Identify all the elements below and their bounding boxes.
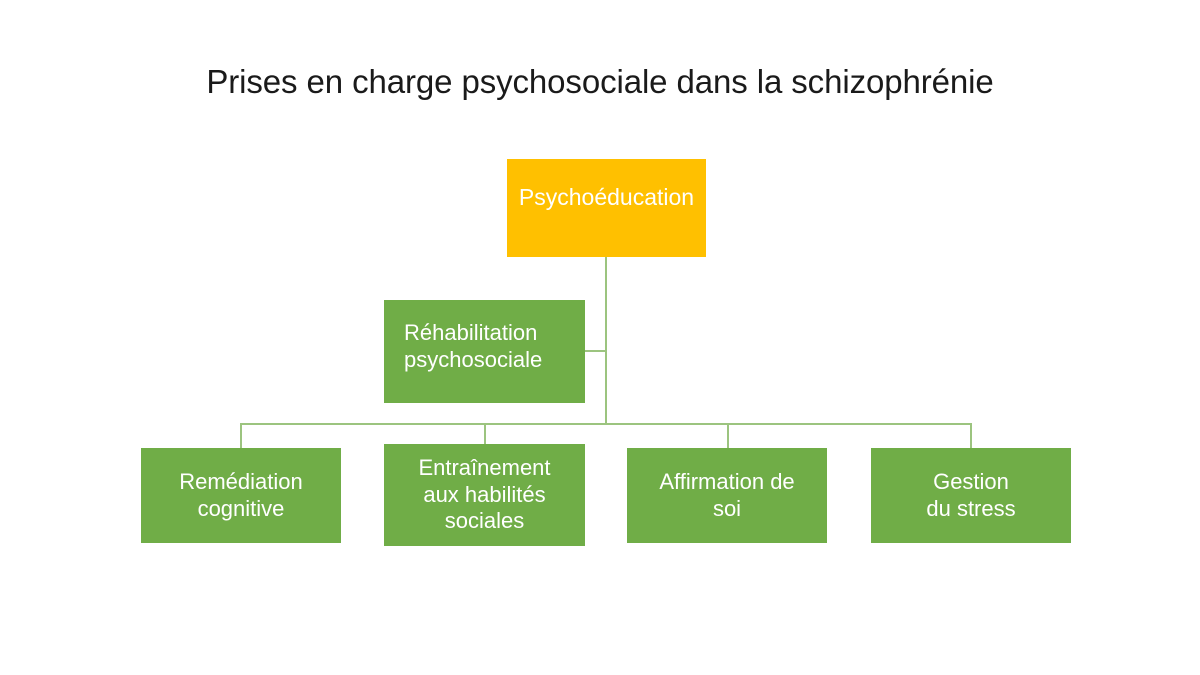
node-remediation-cognitive-line-2: cognitive	[197, 495, 285, 521]
node-affirmation-de-soi[interactable]: Affirmation de soi	[627, 448, 827, 543]
connector-drop-gestion-du-stress	[970, 423, 972, 448]
connector-drop-affirmation-de-soi	[727, 423, 729, 448]
node-remediation-cognitive-line-1: Remédiation	[179, 468, 303, 494]
connector-branch-to-trunk	[585, 350, 606, 352]
node-entrainement-habilites-sociales-line-3: sociales	[444, 508, 525, 534]
node-gestion-du-stress-line-1: Gestion	[933, 468, 1009, 494]
node-rehabilitation-psychosociale[interactable]: Réhabilitation psychosociale	[384, 300, 585, 403]
node-rehabilitation-psychosociale-line-1: Réhabilitation	[404, 320, 538, 345]
connector-horizontal-bus	[241, 423, 972, 425]
node-remediation-cognitive[interactable]: Remédiation cognitive	[141, 448, 341, 543]
node-gestion-du-stress[interactable]: Gestion du stress	[871, 448, 1071, 543]
node-entrainement-habilites-sociales[interactable]: Entraînement aux habilités sociales	[384, 444, 585, 546]
node-affirmation-de-soi-line-1: Affirmation de	[659, 468, 795, 494]
node-psychoeducation-label: Psychoéducation	[518, 184, 695, 210]
page-title: Prises en charge psychosociale dans la s…	[206, 63, 994, 100]
node-entrainement-habilites-sociales-line-2: aux habilités	[423, 481, 546, 507]
connector-drop-entrainement-habilites-sociales	[484, 423, 486, 444]
node-affirmation-de-soi-line-2: soi	[712, 495, 742, 521]
node-gestion-du-stress-line-2: du stress	[926, 495, 1016, 521]
node-entrainement-habilites-sociales-line-1: Entraînement	[418, 454, 551, 480]
node-rehabilitation-psychosociale-line-2: psychosociale	[404, 346, 543, 372]
node-psychoeducation[interactable]: Psychoéducation	[507, 159, 706, 257]
connector-root-to-bus	[605, 257, 607, 424]
connector-drop-remediation-cognitive	[240, 423, 242, 448]
